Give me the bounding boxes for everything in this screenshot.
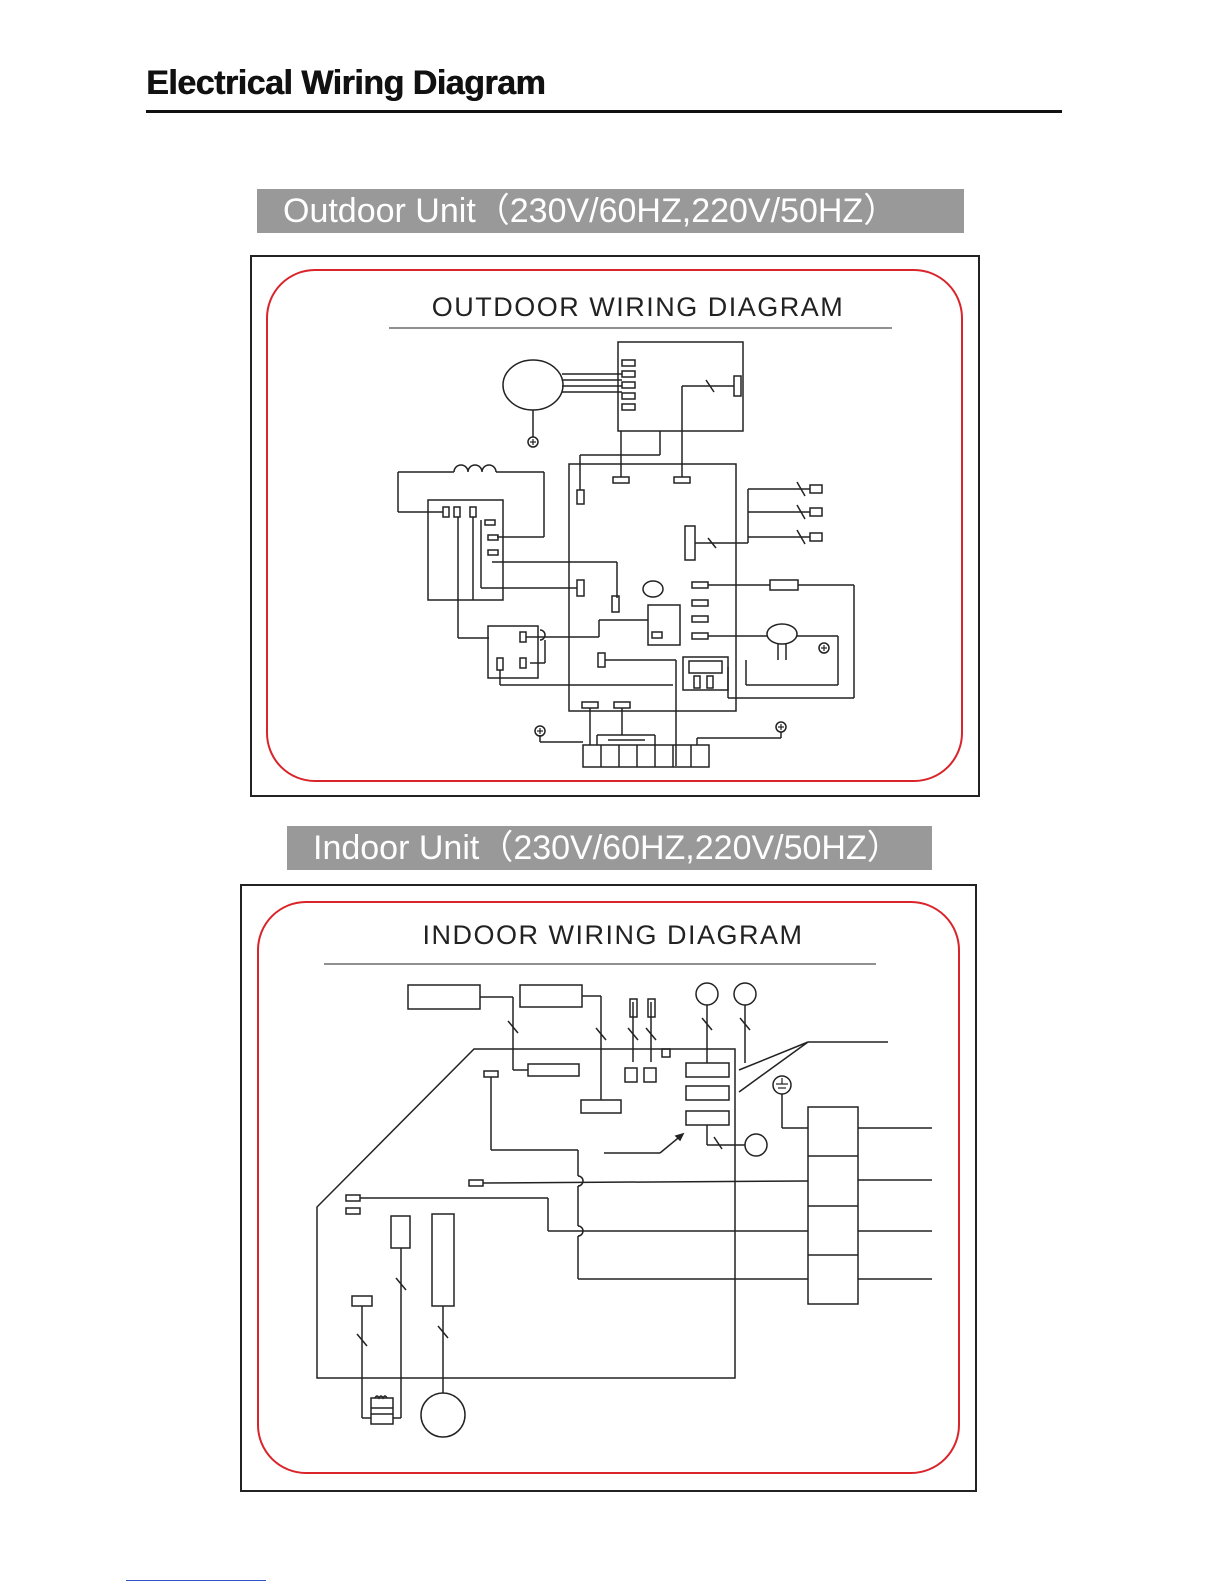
outdoor-diagram: OUTDOOR WIRING DIAGRAM (267, 270, 962, 781)
fan-motor-icon (503, 360, 563, 410)
capacitor-icon (734, 376, 741, 396)
indoor-diagram: INDOOR WIRING DIAGRAM (258, 902, 959, 1473)
indoor-diagram-title: INDOOR WIRING DIAGRAM (423, 920, 804, 950)
ground-icon (819, 643, 829, 653)
outdoor-pcb (569, 464, 736, 711)
transformer-icon (371, 1396, 393, 1424)
ground-icon (776, 722, 786, 732)
outdoor-diagram-title: OUTDOOR WIRING DIAGRAM (432, 292, 845, 322)
footer-link[interactable] (126, 1580, 266, 1581)
indoor-pcb (317, 1049, 735, 1378)
indoor-red-border (258, 902, 959, 1473)
ground-icon (528, 437, 538, 447)
motor-icon (421, 1393, 465, 1437)
terminal-block-icon (808, 1107, 858, 1304)
ground-icon (535, 726, 545, 736)
terminal-block-icon (583, 745, 709, 767)
compressor-icon (767, 624, 797, 644)
capacitor-icon (391, 1216, 410, 1248)
sensor-icon (810, 485, 822, 493)
